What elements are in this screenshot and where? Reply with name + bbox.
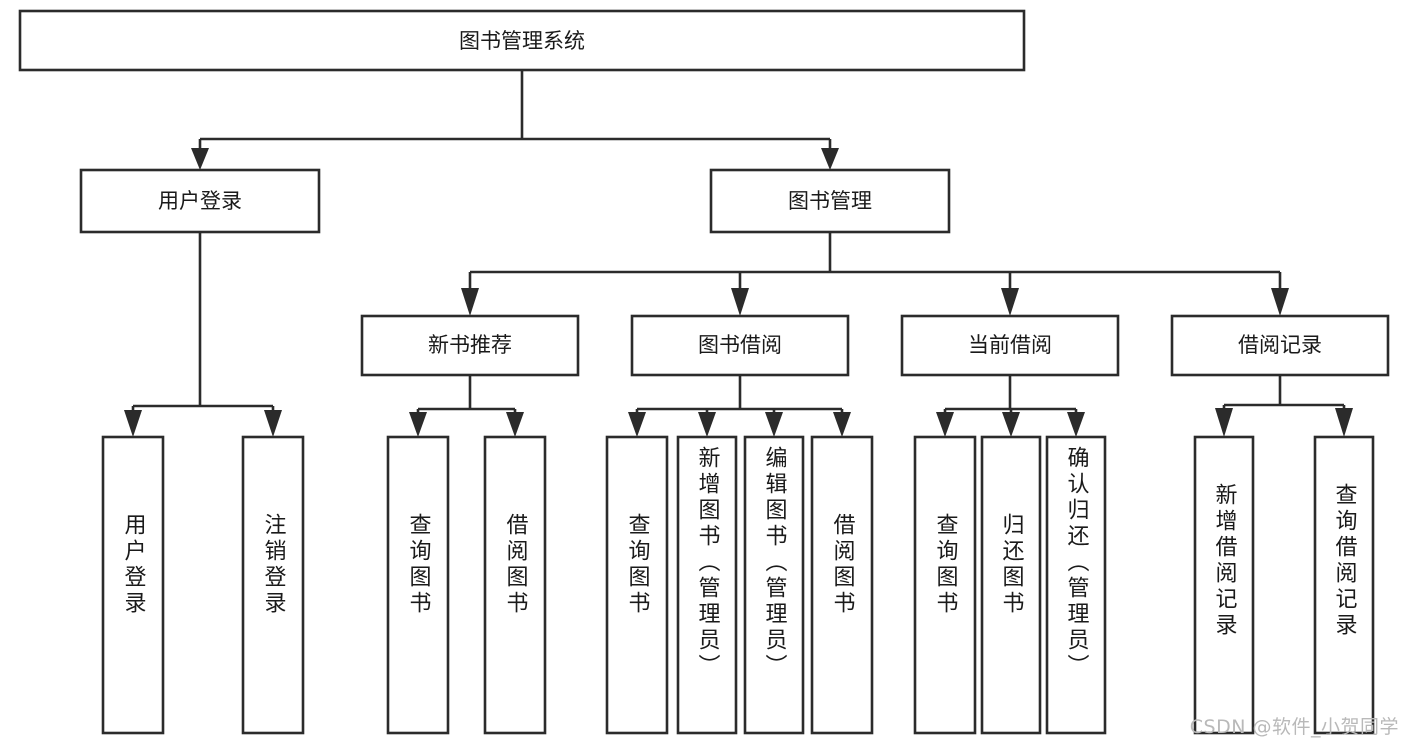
leaf-node-br-add-record[interactable]: 新增借阅记录 [1193, 435, 1255, 735]
leaf-br-add-record-box[interactable] [1193, 435, 1255, 735]
leaf-node-bb-borrow-book[interactable]: 借阅图书 [810, 435, 874, 735]
arrow-head-br-query-record [1335, 408, 1353, 437]
leaf-bb-query-book-box[interactable] [605, 435, 669, 735]
csdn-watermark: CSDN @软件_小贺同学 [1189, 716, 1399, 738]
arrow-head-new-book [461, 288, 479, 316]
leaf-node-logout[interactable]: 注销登录 [241, 435, 305, 735]
arrow-head-nb-borrow-book [506, 412, 524, 437]
leaf-cb-return-book-label: 归还图书 [999, 513, 1025, 617]
node-book-management-label: 图书管理 [788, 189, 872, 213]
arrow-head-nb-query-book [409, 412, 427, 437]
connector-group-user-login [124, 232, 282, 437]
leaf-bb-add-book-label: 新增图书（管理员） [695, 446, 721, 680]
node-new-book-recommend[interactable]: 新书推荐 [360, 314, 580, 377]
connector-group-root [191, 70, 839, 170]
leaf-node-user-login[interactable]: 用户登录 [101, 435, 165, 735]
arrow-head-leaf-user-login [124, 410, 142, 437]
leaf-br-query-record-label: 查询借阅记录 [1332, 483, 1358, 639]
leaf-node-bb-query-book[interactable]: 查询图书 [605, 435, 669, 735]
leaf-node-cb-query-book[interactable]: 查询图书 [913, 435, 977, 735]
leaf-node-cb-return-book[interactable]: 归还图书 [980, 435, 1042, 735]
arrow-head-borrow-book [731, 288, 749, 316]
connector-group-current-borrow [936, 375, 1085, 437]
leaf-bb-query-book-label: 查询图书 [625, 513, 651, 617]
leaf-logout-box[interactable] [241, 435, 305, 735]
leaf-node-nb-borrow-book[interactable]: 借阅图书 [483, 435, 547, 735]
connector-group-new-book [409, 375, 524, 437]
arrow-head-cb-return-book [1002, 412, 1020, 437]
node-book-management-box[interactable] [709, 168, 951, 234]
leaf-br-query-record-box[interactable] [1313, 435, 1375, 735]
leaf-user-login-box[interactable] [101, 435, 165, 735]
leaf-nb-borrow-book-label: 借阅图书 [503, 513, 529, 617]
leaf-node-cb-confirm-return[interactable]: 确认归还（管理员） [1045, 435, 1107, 735]
arrow-head-current-borrow [1001, 288, 1019, 316]
leaf-bb-borrow-book-label: 借阅图书 [830, 513, 856, 617]
arrow-head-br-add-record [1215, 408, 1233, 437]
leaf-node-bb-edit-book[interactable]: 编辑图书（管理员） [743, 435, 805, 735]
leaf-user-login-label: 用户登录 [121, 513, 147, 617]
node-current-borrow-box[interactable] [900, 314, 1120, 377]
leaf-bb-edit-book-label: 编辑图书（管理员） [762, 446, 788, 680]
arrow-head-book-mgmt [821, 148, 839, 170]
leaf-node-br-query-record[interactable]: 查询借阅记录 [1313, 435, 1375, 735]
node-new-book-recommend-label: 新书推荐 [428, 333, 512, 357]
node-user-login-label: 用户登录 [158, 189, 242, 213]
leaf-nb-query-book-box[interactable] [386, 435, 450, 735]
leaf-bb-add-book-box[interactable] [676, 435, 738, 735]
connector-group-borrow-book [628, 375, 851, 437]
node-user-login-box[interactable] [79, 168, 321, 234]
node-current-borrow[interactable]: 当前借阅 [900, 314, 1120, 377]
leaf-node-bb-add-book[interactable]: 新增图书（管理员） [676, 435, 738, 735]
connector-group-book-mgmt [461, 232, 1289, 316]
leaf-node-nb-query-book[interactable]: 查询图书 [386, 435, 450, 735]
arrow-head-bb-edit-book [765, 412, 783, 437]
arrow-head-borrow-record [1271, 288, 1289, 316]
leaf-cb-confirm-return-box[interactable] [1045, 435, 1107, 735]
connector-group-borrow-record [1215, 375, 1353, 437]
node-root[interactable]: 图书管理系统 [18, 9, 1026, 72]
node-current-borrow-label: 当前借阅 [968, 333, 1052, 357]
node-borrow-record[interactable]: 借阅记录 [1170, 314, 1390, 377]
leaf-nb-query-book-label: 查询图书 [406, 513, 432, 617]
node-root-box[interactable] [18, 9, 1026, 72]
leaf-nb-borrow-book-box[interactable] [483, 435, 547, 735]
node-user-login[interactable]: 用户登录 [79, 168, 321, 234]
node-book-management[interactable]: 图书管理 [709, 168, 951, 234]
leaf-br-add-record-label: 新增借阅记录 [1212, 483, 1238, 639]
node-book-borrow[interactable]: 图书借阅 [630, 314, 850, 377]
node-new-book-recommend-box[interactable] [360, 314, 580, 377]
leaf-cb-return-book-box[interactable] [980, 435, 1042, 735]
leaf-bb-edit-book-box[interactable] [743, 435, 805, 735]
node-borrow-record-box[interactable] [1170, 314, 1390, 377]
leaf-bb-borrow-book-box[interactable] [810, 435, 874, 735]
arrow-head-cb-confirm-return [1067, 412, 1085, 437]
arrow-head-bb-query-book [628, 412, 646, 437]
arrow-head-bb-borrow-book [833, 412, 851, 437]
arrow-head-bb-add-book [698, 412, 716, 437]
node-borrow-record-label: 借阅记录 [1238, 333, 1322, 357]
leaf-cb-query-book-box[interactable] [913, 435, 977, 735]
node-book-borrow-label: 图书借阅 [698, 333, 782, 357]
arrow-head-leaf-logout [264, 410, 282, 437]
arrow-head-cb-query-book [936, 412, 954, 437]
leaf-cb-confirm-return-label: 确认归还（管理员） [1064, 446, 1090, 680]
node-root-label: 图书管理系统 [459, 29, 585, 53]
node-book-borrow-box[interactable] [630, 314, 850, 377]
leaf-cb-query-book-label: 查询图书 [933, 513, 959, 617]
arrow-head-user-login [191, 148, 209, 170]
leaf-logout-label: 注销登录 [261, 513, 287, 617]
